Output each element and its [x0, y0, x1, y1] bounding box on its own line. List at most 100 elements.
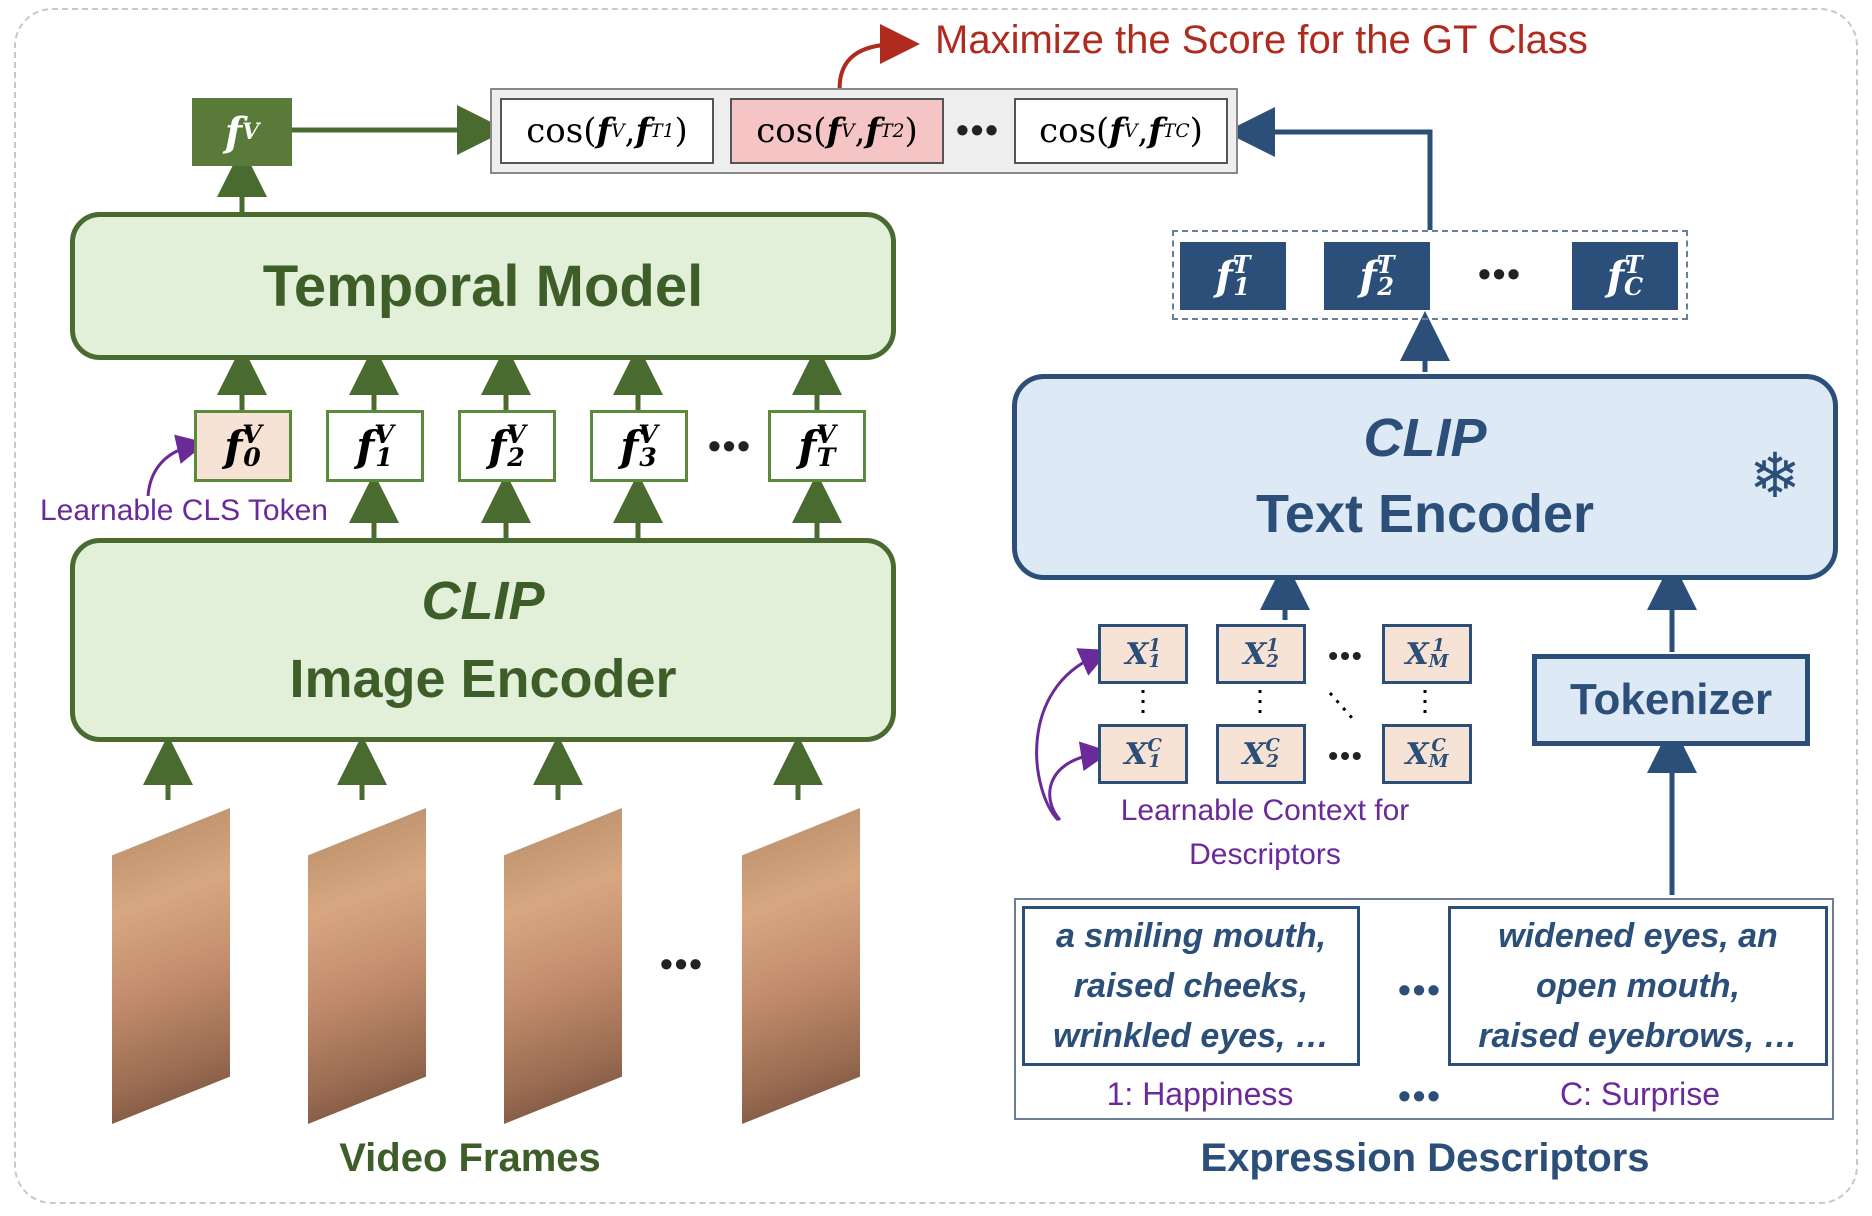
descriptor-surprise-line3: raised eyebrows, … — [1478, 1017, 1798, 1055]
score-2-a: f — [826, 111, 842, 151]
ctx-tm-sub: M — [1428, 651, 1449, 672]
ctx-t1-sub: 1 — [1148, 651, 1161, 672]
score-c-a-sup: V — [1123, 120, 1138, 142]
ctx-b2-sub: 2 — [1266, 751, 1279, 772]
tf-c-sub: C — [1624, 272, 1644, 301]
context-arrow-bottom — [1048, 741, 1111, 822]
descriptor-ellipsis: ••• — [1398, 969, 1442, 1010]
token-1-sub: 1 — [375, 442, 393, 472]
temporal-model-box: Temporal Model — [70, 212, 896, 360]
clip-text-encoder-box: CLIP Text Encoder — [1012, 374, 1838, 580]
score-2-b: f — [865, 111, 881, 151]
score-c-b-sup: T — [1162, 120, 1176, 142]
video-frame-2 — [308, 808, 426, 1124]
frame-to-encoder-arrows — [143, 105, 842, 800]
text-feature-ellipsis: ••• — [1478, 253, 1522, 294]
tf-2-base: f — [1359, 252, 1377, 300]
clip-image-encoder-box: CLIP Image Encoder — [70, 538, 896, 742]
descriptor-happiness-line2: raised cheeks, — [1073, 967, 1309, 1005]
score-1-a-sup: V — [611, 120, 625, 142]
video-frames-label: Video Frames — [339, 1135, 601, 1180]
descriptor-surprise-line2: open mouth, — [1536, 967, 1740, 1005]
cls-token-label: Learnable CLS Token — [40, 494, 328, 527]
score-c-suffix: ) — [1189, 111, 1203, 151]
token-0-base: f — [224, 421, 243, 471]
token-t-sub: T — [816, 442, 836, 472]
score-c-b-sub: C — [1175, 120, 1190, 142]
token-3-base: f — [620, 421, 639, 471]
tokenizer-box: Tokenizer — [1532, 654, 1810, 746]
context-top-ellipsis: ••• — [1328, 640, 1364, 671]
score-2-prefix: cos( — [756, 111, 827, 151]
tf-c-sup: T — [1624, 250, 1643, 280]
ctx-tm-base: X — [1405, 636, 1429, 672]
ctx-b2-sup: C — [1265, 734, 1280, 756]
score-1-b-sup: T — [650, 120, 663, 142]
text-features-container — [1172, 230, 1688, 320]
video-frame-3 — [504, 808, 622, 1124]
fv-base: f — [224, 108, 243, 156]
context-arrow-top — [1035, 648, 1110, 822]
token-1-base: f — [356, 421, 375, 471]
descriptor-surprise: widened eyes, an open mouth, raised eyeb… — [1448, 906, 1828, 1066]
ctx-bm-sup: C — [1431, 734, 1446, 756]
tf-2-sub: 2 — [1377, 272, 1394, 301]
score-c-b: f — [1148, 111, 1163, 151]
token-t-sup: V — [816, 419, 836, 450]
ctx-t1-sup: 1 — [1148, 634, 1161, 656]
ctx-bm-base: X — [1405, 736, 1429, 772]
descriptor-happiness-line3: wrinkled eyes, … — [1053, 1017, 1329, 1055]
score-c-a: f — [1109, 111, 1124, 151]
token-0-sup: V — [242, 419, 262, 450]
video-frame-t — [742, 808, 860, 1124]
token-3-sub: 3 — [639, 442, 657, 472]
token-t-base: f — [798, 421, 817, 471]
tf-2-sup: T — [1376, 250, 1395, 280]
context-dotted-lines — [1141, 690, 1427, 720]
snowflake-icon: ❄ — [1749, 441, 1801, 511]
descriptors-panel — [1014, 898, 1834, 1120]
image-encoder-label: Image Encoder — [289, 649, 677, 709]
ctx-b2-base: X — [1242, 736, 1266, 772]
score-1-prefix: cos( — [526, 111, 597, 151]
ctx-t2-sub: 2 — [1266, 651, 1279, 672]
ctx-b1-sup: C — [1147, 734, 1162, 756]
score-1-b-sub: 1 — [662, 120, 675, 142]
descriptor-happiness: a smiling mouth, raised cheeks, wrinkled… — [1022, 906, 1360, 1066]
tf-1-sub: 1 — [1233, 272, 1250, 301]
text-encoder-clip-label: CLIP — [1363, 408, 1487, 468]
context-label-line2: Descriptors — [1189, 838, 1341, 871]
token-3-sup: V — [638, 419, 658, 450]
score-2-suffix: ) — [904, 111, 918, 151]
token-ellipsis: ••• — [708, 425, 752, 466]
score-1-b: f — [635, 111, 651, 151]
maximize-arrow — [837, 24, 920, 97]
video-frame-1 — [112, 808, 230, 1124]
ctx-bm-sub: M — [1428, 751, 1449, 772]
text-encoder-label: Text Encoder — [1255, 484, 1595, 544]
ctx-b1-sub: 1 — [1148, 751, 1161, 772]
descriptor-happiness-line1: a smiling mouth, — [1055, 917, 1327, 955]
descriptor-surprise-line1: widened eyes, an — [1498, 917, 1778, 955]
score-ellipsis: ••• — [956, 109, 1000, 150]
ctx-t2-sup: 1 — [1266, 634, 1279, 656]
class-label-happiness: 1: Happiness — [1106, 1075, 1294, 1112]
expression-descriptors-label: Expression Descriptors — [1200, 1135, 1650, 1180]
image-encoder-clip-label: CLIP — [421, 571, 545, 631]
text-branch-arrows — [1225, 107, 1697, 895]
cls-token-arrow — [146, 434, 207, 497]
